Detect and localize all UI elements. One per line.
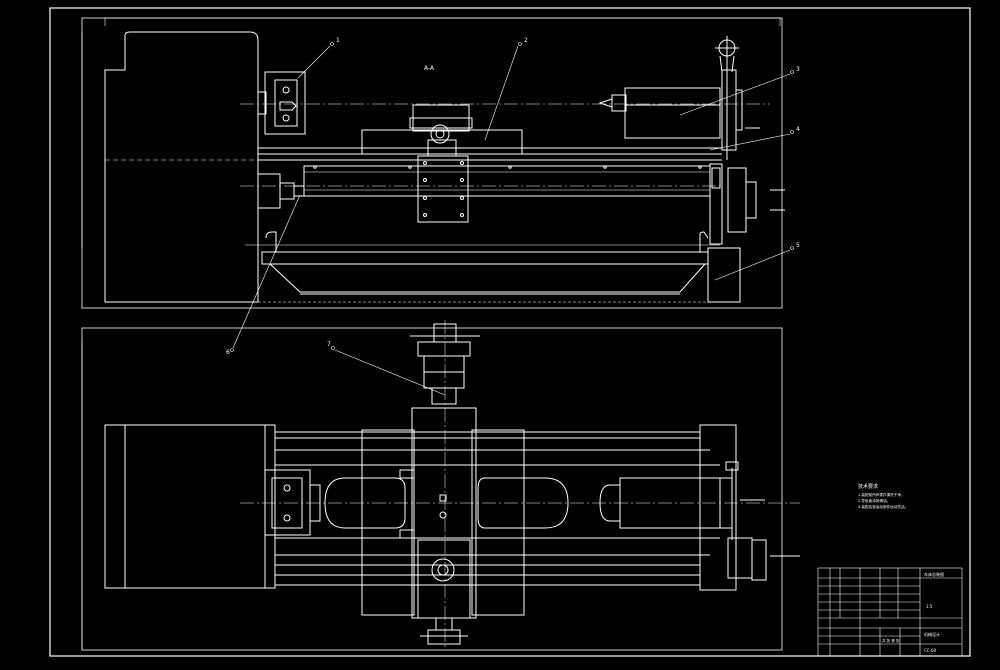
lead-screw-assembly bbox=[240, 165, 720, 209]
notes-line-1: 1.装配前所有零件清洗干净。 bbox=[858, 492, 905, 497]
bed-slot-left bbox=[324, 477, 406, 529]
title-block-sheet: 共 张 第 张 bbox=[882, 638, 900, 643]
front-view bbox=[104, 31, 785, 303]
balloon-1: 1 bbox=[336, 37, 340, 44]
cross-slide bbox=[411, 407, 477, 619]
top-view-frame bbox=[81, 327, 783, 651]
notes-title: 技术要求 bbox=[858, 483, 878, 490]
top-view bbox=[104, 320, 800, 650]
tool-post-nut bbox=[431, 558, 455, 582]
apron-plate bbox=[417, 155, 469, 223]
bed-tray bbox=[261, 231, 709, 295]
tailstock-handwheel bbox=[715, 36, 739, 160]
balloon-5: 5 bbox=[796, 242, 800, 249]
notes-line-2: 2.导轨面涂润滑油。 bbox=[858, 498, 890, 503]
apron-bolts bbox=[423, 161, 464, 217]
front-view-label: A-A bbox=[424, 65, 435, 72]
right-end-bracket bbox=[709, 163, 785, 245]
title-block-drawing-no: CC-00 bbox=[924, 648, 937, 653]
leader-lines bbox=[232, 45, 791, 396]
carriage-wing-left bbox=[361, 429, 415, 616]
headstock-top bbox=[104, 424, 266, 589]
bed-slot-right bbox=[477, 477, 569, 529]
tailstock-upper bbox=[598, 69, 760, 151]
tailstock-base bbox=[707, 247, 741, 303]
carriage-saddle bbox=[361, 129, 523, 155]
balloon-6: 6 bbox=[226, 349, 230, 356]
tool-post-handwheel bbox=[430, 124, 450, 144]
motor-top bbox=[699, 424, 800, 591]
headstock-cabinet bbox=[104, 31, 259, 303]
carriage-wing-right bbox=[471, 429, 525, 616]
balloon-7: 7 bbox=[327, 341, 331, 348]
title-block-drawing-name: 车床总装图 bbox=[924, 571, 944, 577]
balloon-markers bbox=[230, 42, 794, 352]
technical-notes: 技术要求 1.装配前所有零件清洗干净。 2.导轨面涂润滑油。 3.装配后各运动部… bbox=[858, 483, 908, 509]
bed-rails-top bbox=[275, 431, 720, 586]
tailstock-top bbox=[599, 461, 765, 540]
balloon-2: 2 bbox=[524, 37, 528, 44]
title-block-school: 机械设计 bbox=[924, 631, 940, 637]
chuck-top-view bbox=[240, 469, 800, 536]
notes-line-3: 3.装配后各运动部件运动灵活。 bbox=[858, 504, 908, 509]
title-block-scale: 1:5 bbox=[926, 604, 933, 609]
upper-chuck bbox=[257, 71, 306, 135]
outer-sheet-border bbox=[49, 7, 971, 657]
tool-post-top bbox=[417, 539, 471, 619]
bed-ways bbox=[257, 147, 722, 245]
title-block bbox=[817, 567, 963, 657]
dimension-lines bbox=[81, 17, 781, 650]
balloon-3: 3 bbox=[796, 66, 800, 73]
balloon-4: 4 bbox=[796, 126, 800, 133]
